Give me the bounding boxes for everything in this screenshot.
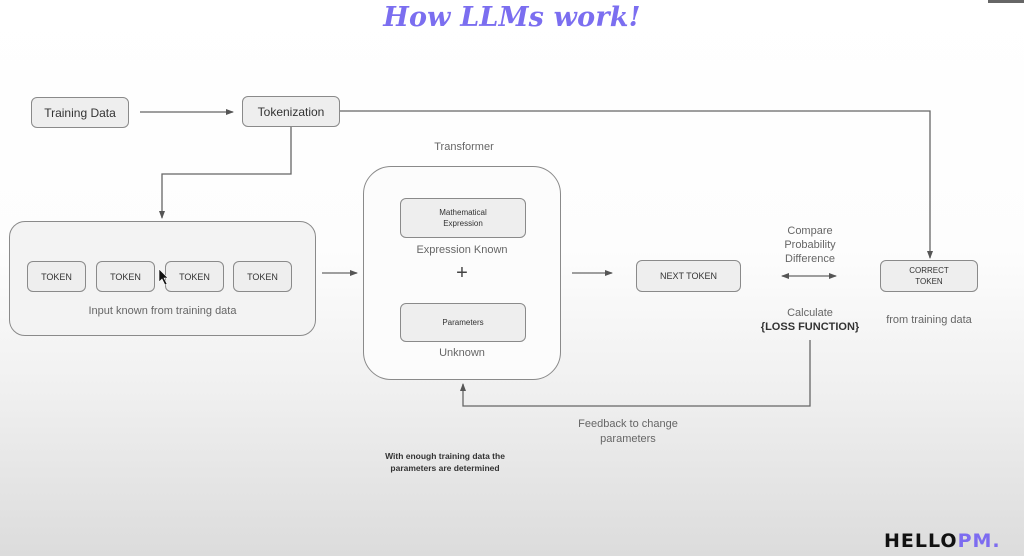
page-title: How LLMs work! xyxy=(383,2,641,33)
token-label: TOKEN xyxy=(247,271,278,282)
correct-token-line-2: TOKEN xyxy=(915,277,943,286)
feedback-line-2: parameters xyxy=(600,433,656,445)
calculate-text: Calculate xyxy=(787,307,833,319)
next-token-box: NEXT TOKEN xyxy=(636,260,741,292)
training-note-line-1: With enough training data the xyxy=(385,451,505,461)
parameters-label: Parameters xyxy=(442,318,484,327)
arrow-tokenization-to-correct-token xyxy=(340,110,933,259)
mouse-cursor-icon xyxy=(158,268,169,286)
token-label: TOKEN xyxy=(41,271,72,282)
correct-token-line-1: CORRECT xyxy=(909,266,949,275)
token-box: TOKEN xyxy=(165,261,224,292)
math-expression-box: Mathematical Expression xyxy=(400,198,526,238)
math-expression-label: Mathematical Expression xyxy=(439,208,487,228)
top-right-corner-mark xyxy=(988,0,1024,3)
logo-pm: PM. xyxy=(957,530,1001,552)
training-data-box: Training Data xyxy=(31,97,129,128)
next-token-label: NEXT TOKEN xyxy=(659,271,718,281)
tokenization-box: Tokenization xyxy=(242,96,340,127)
token-label: TOKEN xyxy=(110,271,141,282)
tokenization-label: Tokenization xyxy=(257,104,325,119)
training-note-line-2: parameters are determined xyxy=(390,463,500,473)
feedback-label: Feedback to change parameters xyxy=(548,417,708,447)
training-data-label: Training Data xyxy=(44,105,116,120)
transformer-label: Transformer xyxy=(434,141,494,153)
expression-known-label: Expression Known xyxy=(416,244,508,256)
token-label: TOKEN xyxy=(179,271,210,282)
feedback-line-1: Feedback to change xyxy=(578,418,678,430)
arrow-tokenization-to-input xyxy=(159,127,292,219)
parameters-box: Parameters xyxy=(400,303,526,342)
logo-hello: HELLO xyxy=(884,530,958,552)
loss-function-text: {LOSS FUNCTION} xyxy=(760,321,860,333)
loss-function-label: Calculate {LOSS FUNCTION} xyxy=(750,306,870,334)
compare-line-1: Compare xyxy=(787,225,833,237)
token-box: TOKEN xyxy=(233,261,292,292)
input-caption: Input known from training data xyxy=(88,305,237,317)
token-box: TOKEN xyxy=(27,261,86,292)
hellopm-logo: HELLOPM. xyxy=(884,530,1001,552)
correct-token-box: CORRECT TOKEN xyxy=(880,260,978,292)
plus-sign: + xyxy=(456,262,468,284)
from-training-data-label: from training data xyxy=(886,314,972,326)
compare-line-2: Probability xyxy=(784,239,836,251)
compare-label: Compare Probability Difference xyxy=(760,224,860,266)
compare-line-3: Difference xyxy=(785,253,835,265)
arrow-feedback-to-transformer xyxy=(460,340,811,407)
token-box: TOKEN xyxy=(96,261,155,292)
training-note: With enough training data the parameters… xyxy=(360,450,530,474)
unknown-label: Unknown xyxy=(439,347,485,359)
